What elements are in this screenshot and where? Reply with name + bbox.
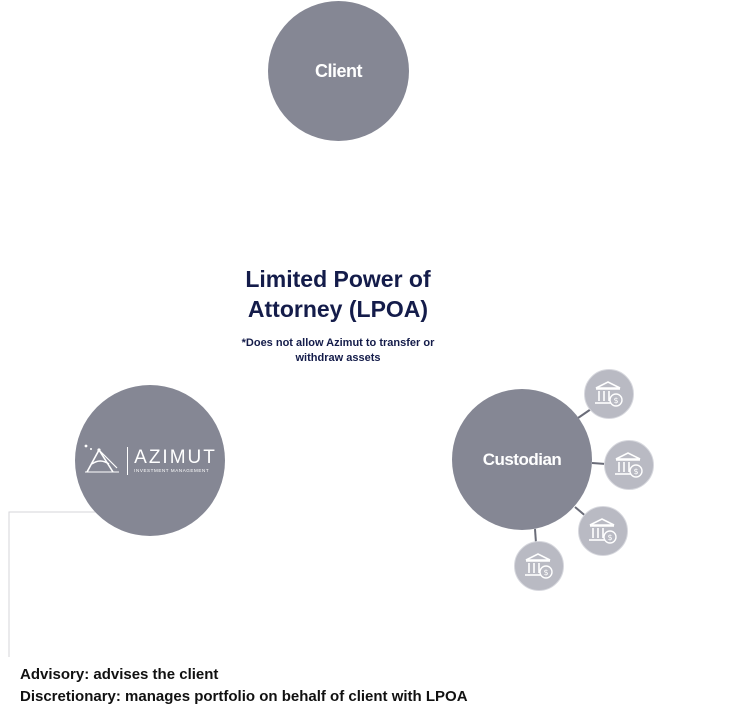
legend-bracket-line <box>8 511 114 657</box>
svg-text:$: $ <box>607 533 612 542</box>
svg-text:$: $ <box>543 568 548 577</box>
client-label: Client <box>314 60 363 81</box>
custodian-node: Custodian <box>452 389 592 530</box>
legend-discretionary: Discretionary: manages portfolio on beha… <box>20 688 468 705</box>
lpoa-title: Limited Power of Attorney (LPOA) <box>208 264 468 324</box>
connector-custodian-bank-2 <box>591 462 607 465</box>
bank-dollar-icon: $ <box>584 369 634 419</box>
azimut-logo-name: AZIMUT <box>134 446 217 468</box>
azimut-logo: AZIMUT INVESTMENT MANAGEMENT <box>83 442 217 479</box>
lpoa-note-line-2: withdraw assets <box>295 352 381 364</box>
bank-dollar-icon: $ <box>578 506 628 556</box>
legend: Advisory: advises the client Discretiona… <box>20 664 468 708</box>
bank-dollar-icon: $ <box>514 541 564 591</box>
connector-custodian-bank-4 <box>534 528 537 544</box>
azimut-node: AZIMUT INVESTMENT MANAGEMENT <box>75 385 225 536</box>
bank-dollar-icon: $ <box>604 440 654 490</box>
client-node: Client <box>268 1 409 141</box>
lpoa-title-line-2: Attorney (LPOA) <box>247 296 429 322</box>
custodian-label: Custodian <box>482 449 562 469</box>
lpoa-note-line-1: *Does not allow Azimut to transfer or <box>241 337 435 349</box>
sextant-logo-icon <box>83 442 121 479</box>
legend-advisory: Advisory: advises the client <box>20 666 219 683</box>
lpoa-title-line-1: Limited Power of <box>245 266 431 292</box>
lpoa-note: *Does not allow Azimut to transfer or wi… <box>228 336 448 366</box>
azimut-logo-tagline: INVESTMENT MANAGEMENT <box>134 467 210 473</box>
logo-divider <box>127 446 129 475</box>
svg-text:$: $ <box>613 396 618 405</box>
svg-text:$: $ <box>633 467 638 476</box>
